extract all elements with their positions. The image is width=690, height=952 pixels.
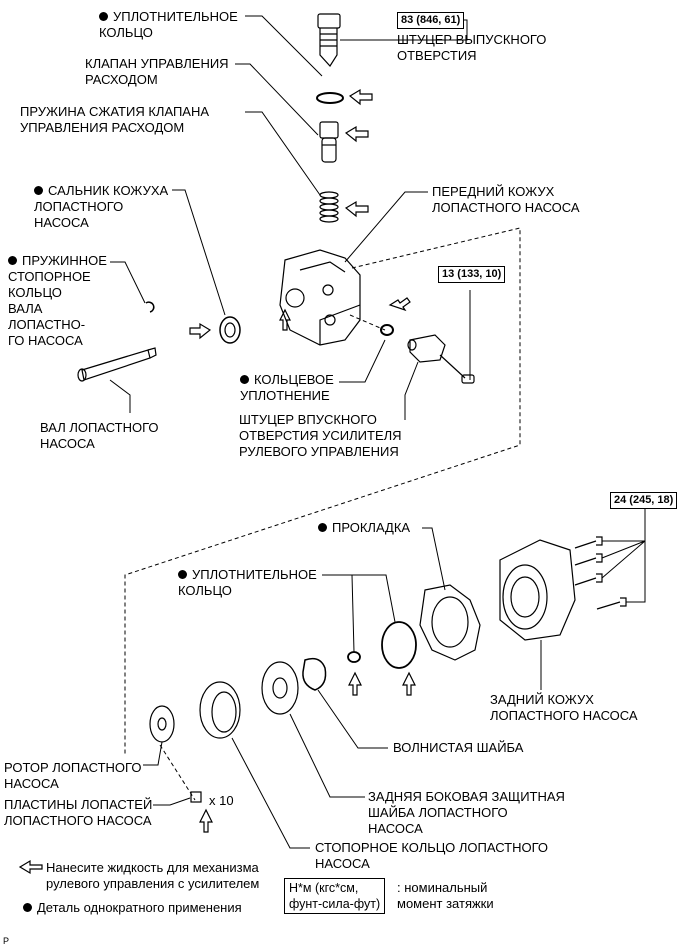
one-time-part-icon <box>23 903 32 912</box>
leader-lines <box>109 15 646 849</box>
o-ring-small-part <box>347 651 361 663</box>
label-o-ring-mid: КОЛЬЦЕВОЕ УПЛОТНЕНИЕ <box>240 372 334 403</box>
front-housing-part <box>279 249 361 346</box>
vane-quantity: x 10 <box>209 793 234 808</box>
label-suction-port: ШТУЦЕР ВПУСКНОГО ОТВЕРСТИЯ УСИЛИТЕЛЯ РУЛ… <box>239 412 402 459</box>
apply-fluid-arrows <box>18 88 416 875</box>
label-front-housing: ПЕРЕДНИЙ КОЖУХ ЛОПАСТНОГО НАСОСА <box>432 184 580 215</box>
outlet-union-part <box>317 13 341 67</box>
label-flow-valve: КЛАПАН УПРАВЛЕНИЯ РАСХОДОМ <box>85 56 229 87</box>
one-time-part-icon <box>34 186 43 195</box>
label-wave-washer: ВОЛНИСТАЯ ШАЙБА <box>393 740 524 755</box>
label-o-ring-bottom: УПЛОТНИТЕЛЬНОЕ КОЛЬЦО <box>178 567 317 598</box>
assembly-dashed-line <box>124 227 521 801</box>
suction-port-union-part <box>407 334 475 384</box>
label-rear-housing: ЗАДНИЙ КОЖУХ ЛОПАСТНОГО НАСОСА <box>490 692 638 723</box>
label-vane-shaft: ВАЛ ЛОПАСТНОГО НАСОСА <box>40 420 159 451</box>
o-ring-mid-part <box>380 324 394 336</box>
legend-torque-box: Н*м (кгс*см, фунт-сила-фут) <box>284 878 386 914</box>
snap-ring-part <box>145 301 155 313</box>
side-plate-part <box>261 661 299 715</box>
label-flow-valve-spring: ПРУЖИНА СЖАТИЯ КЛАПАНА УПРАВЛЕНИЯ РАСХОД… <box>20 104 210 135</box>
label-o-ring-top: УПЛОТНИТЕЛЬНОЕ КОЛЬЦО <box>99 9 238 40</box>
vane-plate-part <box>190 791 202 803</box>
gasket-part <box>419 584 481 661</box>
label-oil-seal: САЛЬНИК КОЖУХА ЛОПАСТНОГО НАСОСА <box>34 183 169 230</box>
one-time-part-icon <box>99 12 108 21</box>
legend-arrow-text: Нанесите жидкость для механизма рулевого… <box>46 860 260 891</box>
o-ring-top-part <box>316 92 344 104</box>
wave-washer-part <box>302 657 327 691</box>
label-snap-ring: ПРУЖИННОЕ СТОПОРНОЕ КОЛЬЦО ВАЛА ЛОПАСТНО… <box>8 253 107 348</box>
oil-seal-part <box>219 316 241 344</box>
one-time-part-icon <box>8 256 17 265</box>
cam-ring-part <box>199 681 241 739</box>
label-side-plate: ЗАДНЯЯ БОКОВАЯ ЗАЩИТНАЯ ШАЙБА ЛОПАСТНОГО… <box>368 789 565 836</box>
one-time-part-icon <box>240 375 249 384</box>
legend-dot-text: Деталь однократного применения <box>23 900 242 916</box>
torque-suction-bolt: 13 (133, 10) <box>438 266 506 283</box>
label-rotor: РОТОР ЛОПАСТНОГО НАСОСА <box>4 760 142 791</box>
one-time-part-icon <box>178 570 187 579</box>
legend-arrow-icon <box>18 859 43 875</box>
torque-rear-bolts: 24 (245, 18) <box>610 492 678 509</box>
label-gasket: ПРОКЛАДКА <box>318 520 410 536</box>
label-cam-ring: СТОПОРНОЕ КОЛЬЦО ЛОПАСТНОГО НАСОСА <box>315 840 549 871</box>
torque-outlet-union: 83 (846, 61) <box>397 12 465 29</box>
footnote-code: P <box>3 936 10 946</box>
flow-valve-spring-part <box>319 191 339 223</box>
label-vane-plates: ПЛАСТИНЫ ЛОПАСТЕЙ ЛОПАСТНОГО НАСОСА <box>4 797 153 828</box>
label-outlet-union: ШТУЦЕР ВЫПУСКНОГО ОТВЕРСТИЯ <box>397 32 547 63</box>
vane-shaft-part <box>77 347 157 382</box>
o-ring-large-part <box>381 621 417 669</box>
flow-control-valve-part <box>319 121 339 163</box>
one-time-part-icon <box>318 523 327 532</box>
rear-bolts-part <box>574 536 627 610</box>
rear-housing-part <box>499 539 576 641</box>
rotor-part <box>149 705 175 743</box>
legend-torque-text: : номинальный момент затяжки <box>397 880 494 911</box>
